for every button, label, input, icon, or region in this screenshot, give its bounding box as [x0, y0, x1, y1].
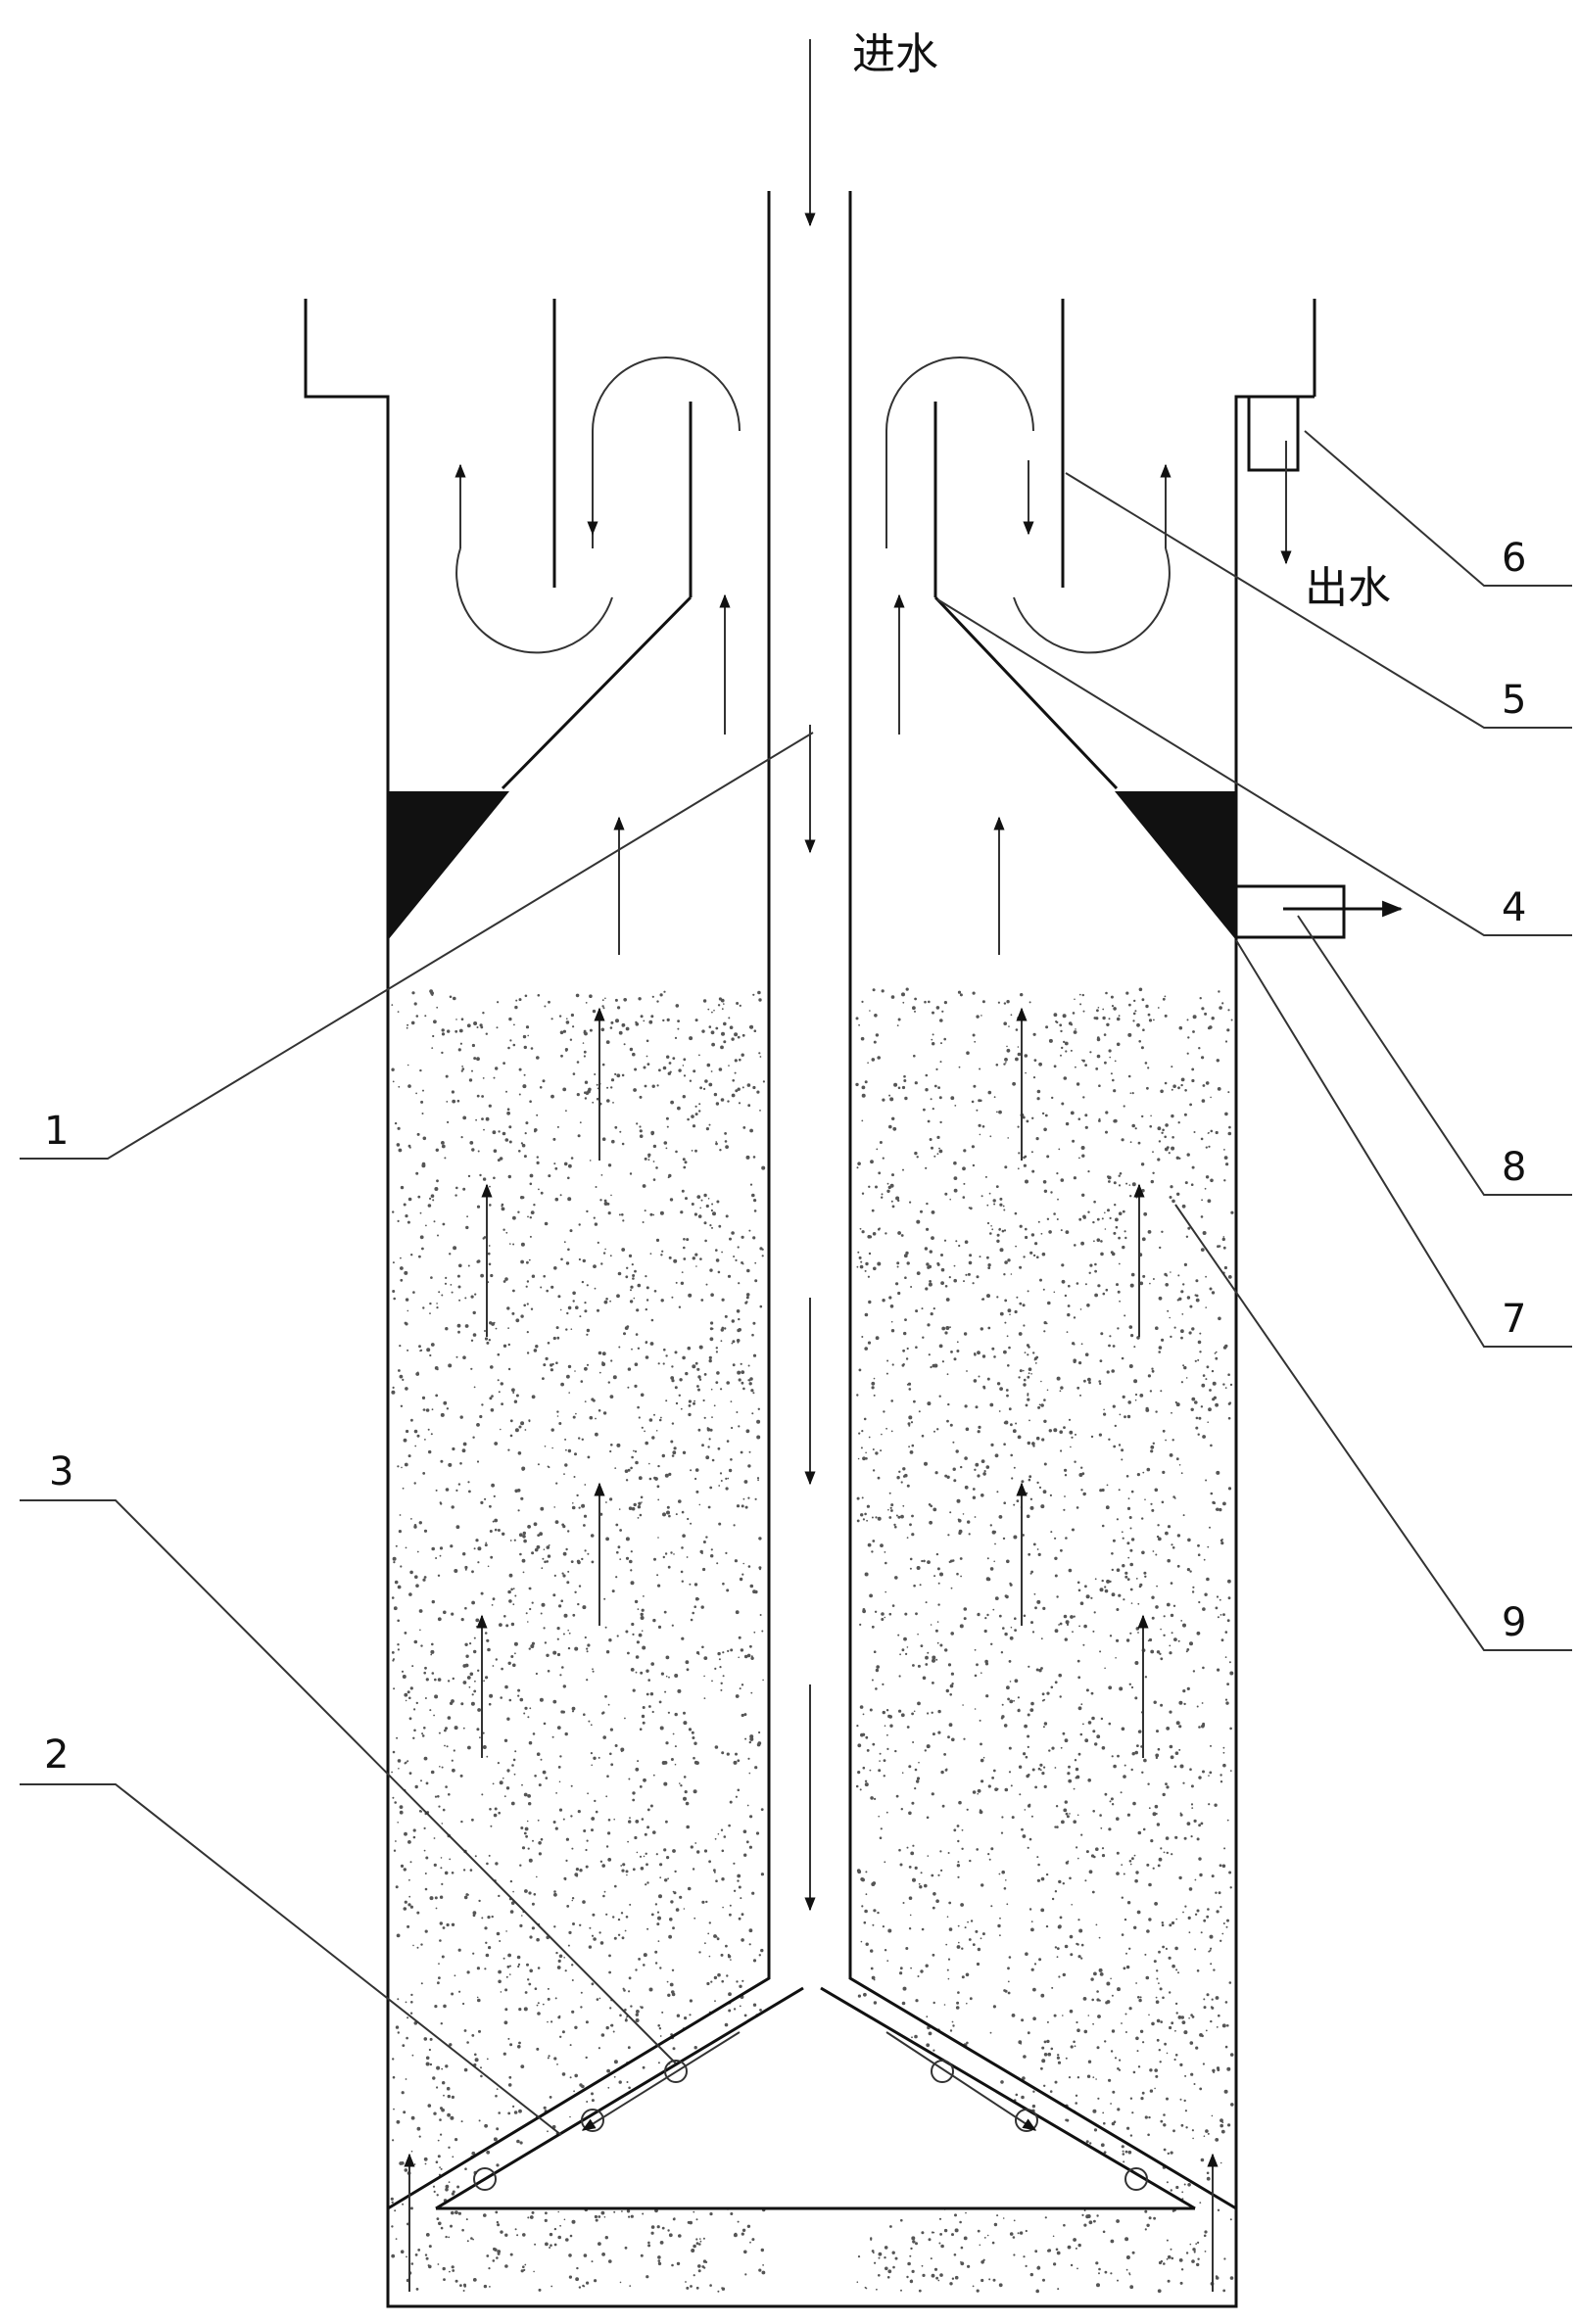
label-9: 9	[1502, 1600, 1526, 1645]
label-5: 5	[1502, 678, 1526, 723]
label-2: 2	[44, 1732, 69, 1778]
label-6: 6	[1502, 536, 1526, 581]
sludge-bed-particles	[390, 987, 1234, 2294]
label-1: 1	[44, 1109, 69, 1154]
inlet-caption: 进水	[852, 29, 938, 79]
leader-lines	[20, 430, 1572, 2136]
bottom-distribution-cone	[435, 1986, 1196, 2210]
three-phase-separator	[501, 299, 1119, 790]
label-8: 8	[1502, 1145, 1526, 1190]
label-4: 4	[1502, 885, 1526, 930]
outlet-caption: 出水	[1305, 563, 1391, 613]
right-deflector	[1115, 791, 1236, 940]
flow-arrows	[404, 39, 1292, 2292]
tank-outer-wall	[304, 299, 1316, 2308]
outlet-weir	[1247, 397, 1300, 472]
left-deflector	[388, 791, 509, 940]
central-inlet-pipe	[387, 191, 1237, 2210]
top-flow-arcs	[455, 356, 1171, 654]
label-3: 3	[49, 1449, 73, 1494]
sludge-outlet	[1234, 884, 1404, 939]
label-7: 7	[1502, 1297, 1526, 1342]
